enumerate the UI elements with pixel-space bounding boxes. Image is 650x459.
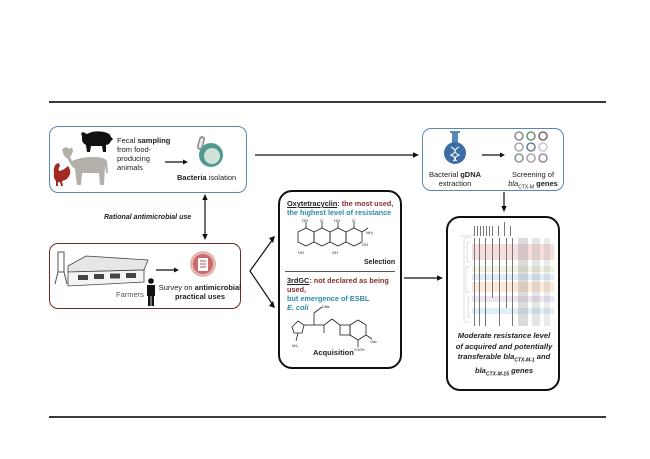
double-arrow-rational-use (202, 194, 208, 240)
svg-text:OH: OH (362, 242, 368, 247)
oxytetracyclin-text: Oxytetracyclin: the most used, the highe… (287, 199, 394, 217)
farmers-label: Farmers (116, 290, 144, 299)
svg-text:HO: HO (298, 250, 304, 255)
pig-icon (81, 131, 113, 152)
split-arrows (249, 236, 275, 308)
clipboard-survey-icon (190, 251, 216, 277)
arrow-extraction-to-screening (482, 152, 505, 158)
svg-text:O: O (320, 218, 323, 223)
top-rule (49, 101, 606, 103)
plasmids-icon (514, 131, 548, 163)
fecal-sampling-label: Fecal sampling from food- producing anim… (117, 136, 171, 172)
fecal-sampling-box (49, 126, 247, 193)
antibiotics-box (278, 190, 402, 369)
arrow-to-dna-extraction (255, 152, 419, 158)
bottom-rule (49, 416, 606, 418)
oxytetracycline-structure: OH O HO O NH₂ OH HO OH (297, 218, 374, 255)
petri-dish-icon (196, 136, 223, 167)
arrow-farmers-to-survey (156, 267, 179, 273)
svg-text:HO: HO (334, 218, 340, 223)
svg-text:NH₂: NH₂ (366, 230, 374, 235)
arrow-to-results (404, 275, 443, 281)
svg-text:OH: OH (302, 218, 308, 223)
farm-building-icon (54, 251, 149, 287)
gdna-extraction-label: Bacterial gDNA extraction (428, 170, 482, 188)
bacteria-isolation-label: Bacteria isolation (177, 173, 237, 182)
svg-text:O: O (352, 218, 355, 223)
arrow-screening-to-results (501, 192, 507, 212)
survey-label: Survey on antimicrobial practical uses (158, 283, 242, 301)
antibiotics-divider (285, 271, 395, 272)
svg-text:OAc: OAc (370, 340, 377, 344)
results-box (446, 216, 560, 391)
svg-text:COOH: COOH (354, 348, 365, 352)
selection-label: Selection (364, 259, 396, 266)
cephalosporin-structure: OMe NH₂ COOH OAc (291, 305, 377, 352)
svg-text:OMe: OMe (322, 305, 330, 309)
svg-text:NH₂: NH₂ (292, 344, 299, 348)
farmer-person-icon (147, 278, 155, 306)
screening-label: Screening of blaCTX-M genes (508, 170, 558, 191)
dna-flask-icon (444, 131, 466, 164)
rational-use-label: Rational antimicrobial use (104, 214, 192, 221)
farmers-survey-box (49, 243, 241, 309)
third-gc-text: 3rdGC: not declared as being used, but e… (287, 276, 389, 312)
svg-text:OH: OH (332, 250, 338, 255)
results-conclusion: Moderate resistance level of acquired an… (455, 331, 553, 378)
dna-screening-box (422, 128, 564, 191)
phylogenetic-tree-heatmap (460, 222, 554, 326)
chicken-icon (53, 163, 71, 186)
acquisition-label: Acquisition (313, 348, 354, 357)
arrow-fecal-to-isolation (165, 159, 188, 165)
cow-icon (62, 147, 108, 185)
